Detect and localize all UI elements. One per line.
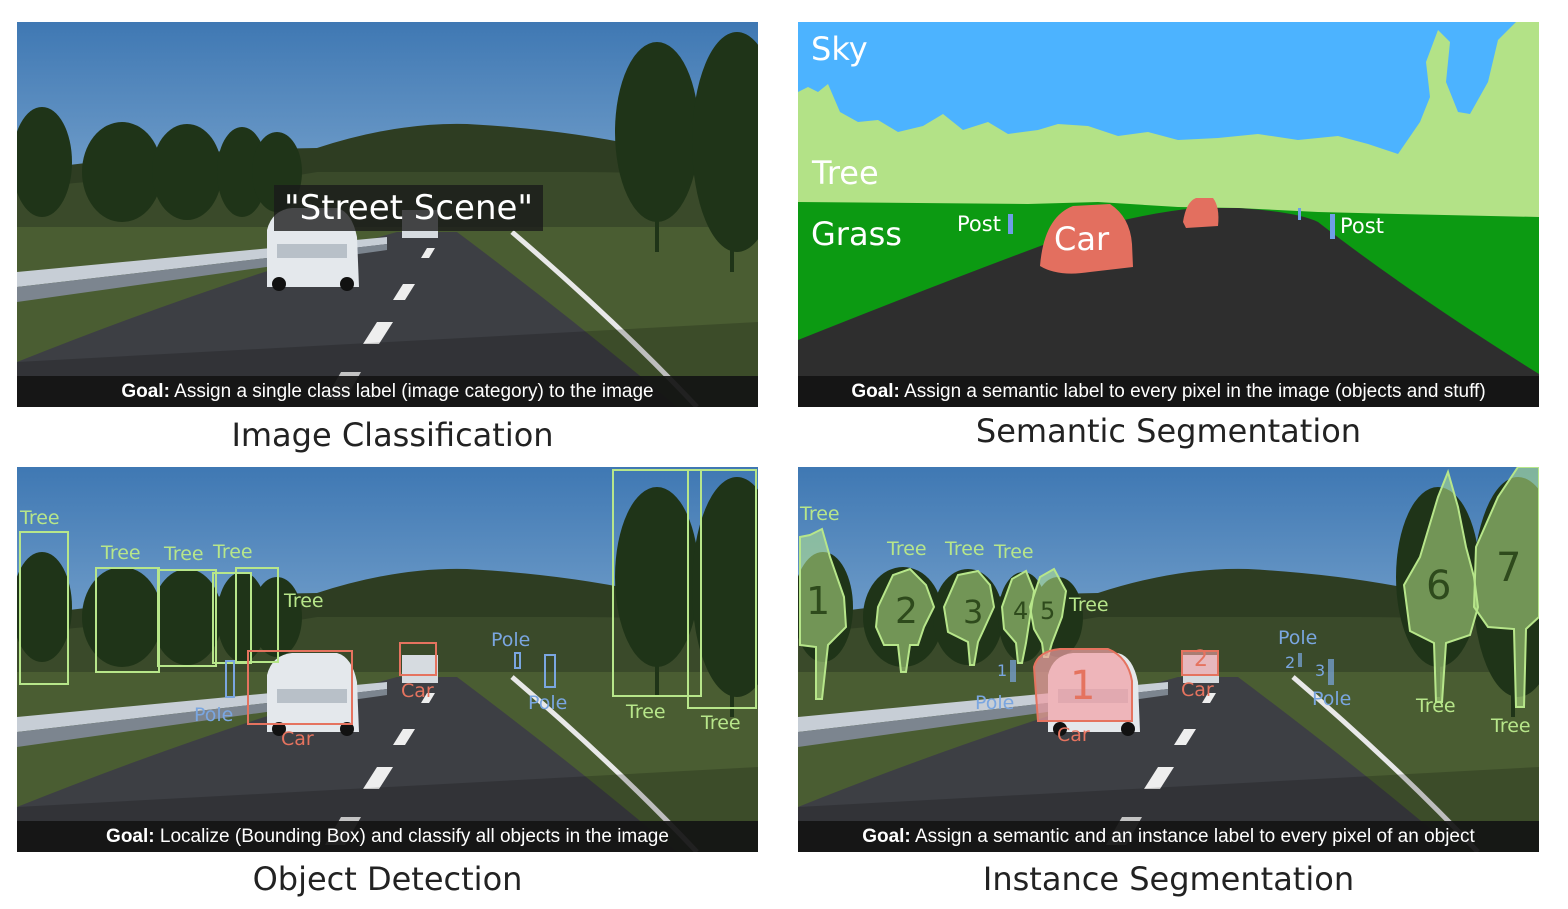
tree-instance-number: 6 [1426,563,1452,609]
class-label: "Street Scene" [274,185,544,231]
tree-instance-number: 3 [963,593,984,631]
goal-text: Assign a semantic and an instance label … [910,826,1475,847]
goal-prefix: Goal: [851,381,900,402]
tree-label: Tree [994,541,1034,563]
caption-semantic-segmentation: Semantic Segmentation [975,412,1362,450]
car-label: Car [1057,724,1090,746]
car-bbox [399,642,437,676]
tree-instance-number: 7 [1496,545,1522,591]
image-classification-panel: "Street Scene" Goal: Assign a single cla… [17,22,758,407]
pole-instance-number: 3 [1315,661,1326,680]
pole-label: Pole [491,629,531,651]
tree-label: Tree [213,541,253,563]
tree-instance-number: 2 [895,591,918,632]
tree-label: Tree [701,712,741,734]
tree-label: Tree [1416,695,1456,717]
tree-bbox [235,567,279,663]
goal-text: Assign a semantic label to every pixel i… [899,381,1486,402]
caption-image-classification: Image Classification [231,416,554,454]
pole-bbox [225,660,235,698]
grass-label: Grass [811,215,902,253]
tree-bbox [19,531,69,685]
instance-segmentation-panel: Tree Tree Tree Tree Tree Tree Tree 1 2 3… [798,467,1539,852]
tree-label: Tree [626,701,666,723]
car-label: Car [281,728,314,750]
pole-label: Pole [1278,627,1318,649]
segmentation-map [798,22,1539,407]
goal-prefix: Goal: [106,826,155,847]
caption-instance-segmentation: Instance Segmentation [982,860,1355,898]
tree-bbox [687,469,757,709]
goal-bar: Goal: Assign a semantic and an instance … [798,821,1539,852]
car-instance-number: 2 [1194,647,1208,672]
tree-label: Tree [20,507,60,529]
tree-label: Tree [1069,594,1109,616]
car-instance-number: 1 [1070,663,1096,709]
caption-object-detection: Object Detection [252,860,523,898]
street-scene-photo [798,467,1539,852]
pole-bbox [544,654,556,688]
car-label: Car [1054,220,1110,258]
car-bbox [247,650,353,725]
car-label: Car [401,680,434,702]
tree-label: Tree [800,503,840,525]
goal-text: Localize (Bounding Box) and classify all… [154,826,669,847]
pole-instance-number: 2 [1285,653,1296,672]
pole-instance-number: 1 [997,661,1008,680]
goal-bar: Goal: Localize (Bounding Box) and classi… [17,821,758,852]
tree-bbox [95,567,160,673]
tree-instance-number: 5 [1040,597,1056,625]
post-label-left: Post [957,212,1001,236]
tree-bbox [157,569,217,667]
car-label: Car [1181,679,1214,701]
tree-label: Tree [101,542,141,564]
goal-bar: Goal: Assign a single class label (image… [17,376,758,407]
tree-label: Tree [284,590,324,612]
tree-bbox [212,572,252,664]
pole-label: Pole [528,692,568,714]
tree-instance-number: 1 [806,579,831,623]
pole-label: Pole [194,704,234,726]
goal-prefix: Goal: [862,826,911,847]
pole-label: Pole [1312,688,1352,710]
tree-label: Tree [945,538,985,560]
object-detection-panel: Tree Tree Tree Tree Tree Tree Tree Car C… [17,467,758,852]
tree-label: Tree [164,543,204,565]
tree-bbox [612,469,702,697]
tree-label: Tree [1491,715,1531,737]
post-label-right: Post [1340,214,1384,238]
tree-instance-number: 4 [1013,597,1029,625]
goal-bar: Goal: Assign a semantic label to every p… [798,376,1539,407]
pole-label: Pole [975,692,1015,714]
goal-text: Assign a single class label (image categ… [169,381,654,402]
goal-prefix: Goal: [121,381,170,402]
sky-label: Sky [811,30,868,68]
tree-label: Tree [812,154,879,192]
tree-label: Tree [887,538,927,560]
pole-bbox [514,652,521,669]
semantic-segmentation-panel: Sky Tree Grass Car Post Post Goal: Assig… [798,22,1539,407]
